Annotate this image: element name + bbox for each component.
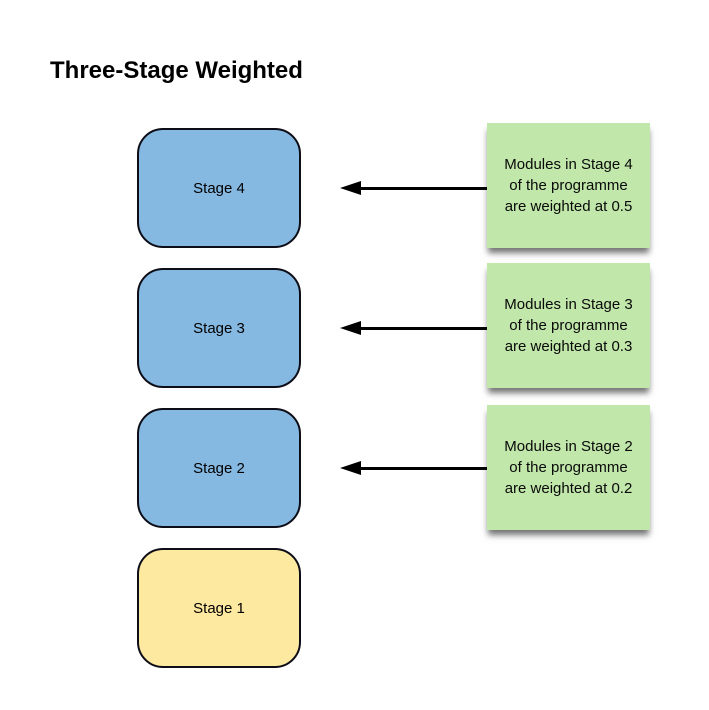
note-line: of the programme [509,317,628,334]
arrow-shaft [352,326,487,330]
arrow-left-head-icon [340,321,361,335]
stage-1-box[interactable]: Stage 1 [137,548,301,668]
arrow-left-head-icon [340,181,361,195]
stage-1-label: Stage 1 [193,599,245,617]
arrow-shaft [352,186,487,190]
note-line: of the programme [509,459,628,476]
arrow-note-to-stage-2 [340,461,487,475]
note-line: Modules in Stage 2 [504,438,633,455]
note-stage-2-weight[interactable]: Modules in Stage 2 of the programme are … [487,405,650,530]
arrow-shaft [352,466,487,470]
stage-3-box[interactable]: Stage 3 [137,268,301,388]
stage-4-box[interactable]: Stage 4 [137,128,301,248]
note-stage-3-weight[interactable]: Modules in Stage 3 of the programme are … [487,263,650,388]
note-line: Modules in Stage 4 [504,156,633,173]
stage-2-label: Stage 2 [193,459,245,477]
diagram-title: Three-Stage Weighted [50,57,303,84]
stage-4-label: Stage 4 [193,179,245,197]
note-line: are weighted at 0.5 [504,198,633,215]
stage-2-box[interactable]: Stage 2 [137,408,301,528]
note-stage-4-weight[interactable]: Modules in Stage 4 of the programme are … [487,123,650,248]
note-line: are weighted at 0.3 [504,338,633,355]
note-line: Modules in Stage 3 [504,296,633,313]
arrow-note-to-stage-3 [340,321,487,335]
note-line: of the programme [509,177,628,194]
note-line: are weighted at 0.2 [504,480,633,497]
stage-3-label: Stage 3 [193,319,245,337]
arrow-left-head-icon [340,461,361,475]
arrow-note-to-stage-4 [340,181,487,195]
